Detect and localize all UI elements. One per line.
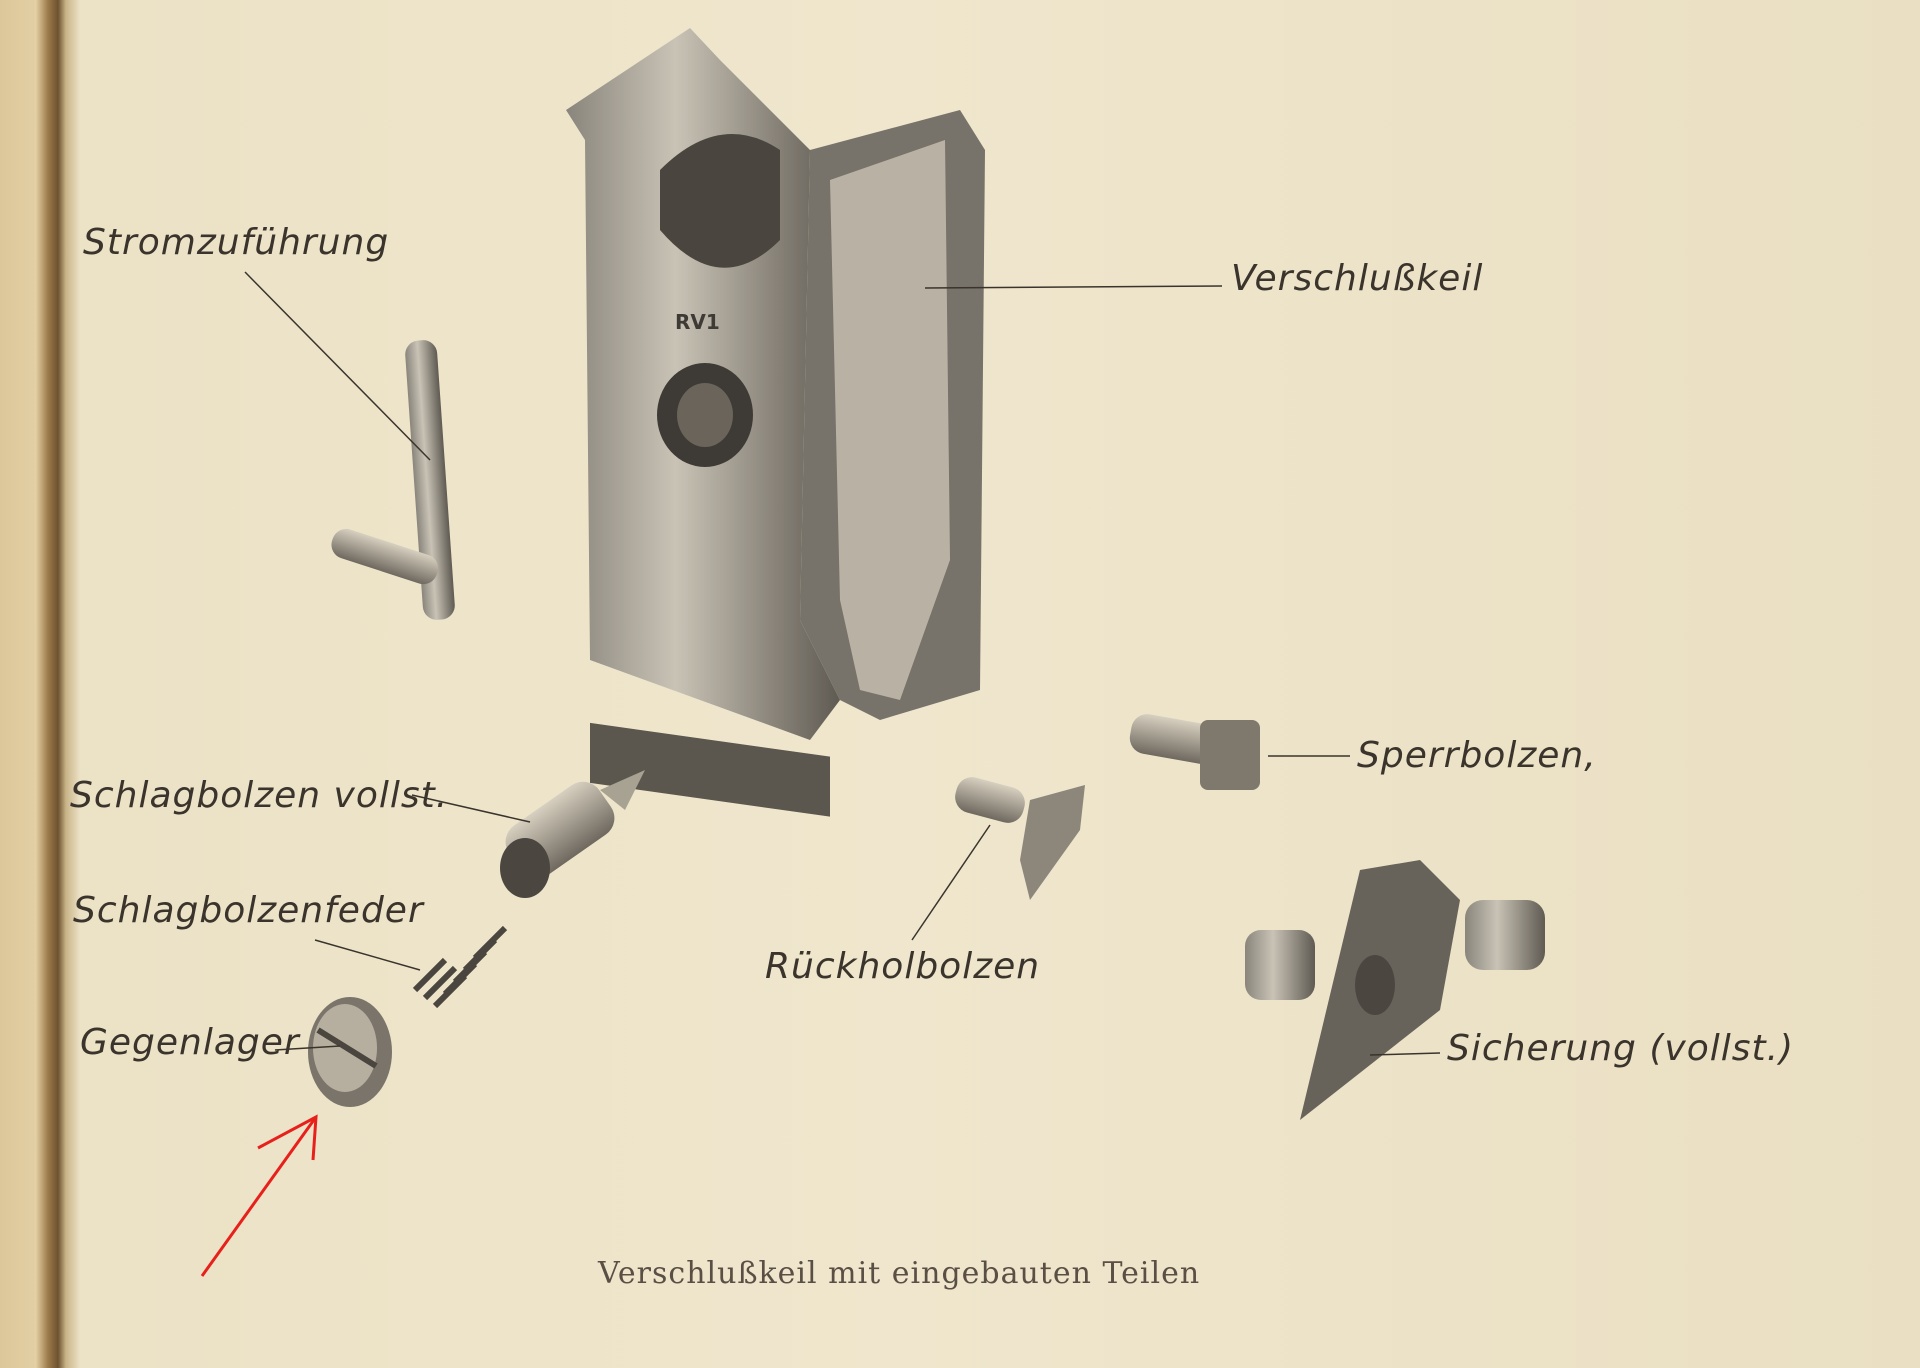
label-gegenlager: Gegenlager xyxy=(80,1022,300,1063)
figure-caption: Verschlußkeil mit eingebauten Teilen xyxy=(598,1256,1201,1291)
label-schlagbolzenfeder: Schlagbolzenfeder xyxy=(73,890,424,931)
rueckholbolzen-part xyxy=(955,777,1085,900)
stromzufuehrung-part xyxy=(331,340,455,620)
schlagbolzenfeder-part xyxy=(412,925,508,1009)
label-sicherung: Sicherung (vollst.) xyxy=(1447,1028,1795,1069)
sperrbolzen-part xyxy=(1129,714,1260,790)
label-schlagbolzen: Schlagbolzen vollst. xyxy=(70,775,449,816)
leader-lines xyxy=(244,271,1441,1056)
label-sperrbolzen: Sperrbolzen, xyxy=(1357,735,1597,776)
annotation-arrow xyxy=(200,1114,318,1277)
breech-block xyxy=(566,28,985,817)
sicherung-part xyxy=(1245,860,1545,1120)
label-verschlusskeil: Verschlußkeil xyxy=(1231,258,1484,299)
gegenlager-part xyxy=(308,997,392,1107)
schlagbolzen-part xyxy=(500,770,645,898)
part-marking: RV1 xyxy=(675,310,720,334)
label-stromzufuehrung: Stromzuführung xyxy=(83,222,390,263)
label-rueckholbolzen: Rückholbolzen xyxy=(765,946,1041,987)
